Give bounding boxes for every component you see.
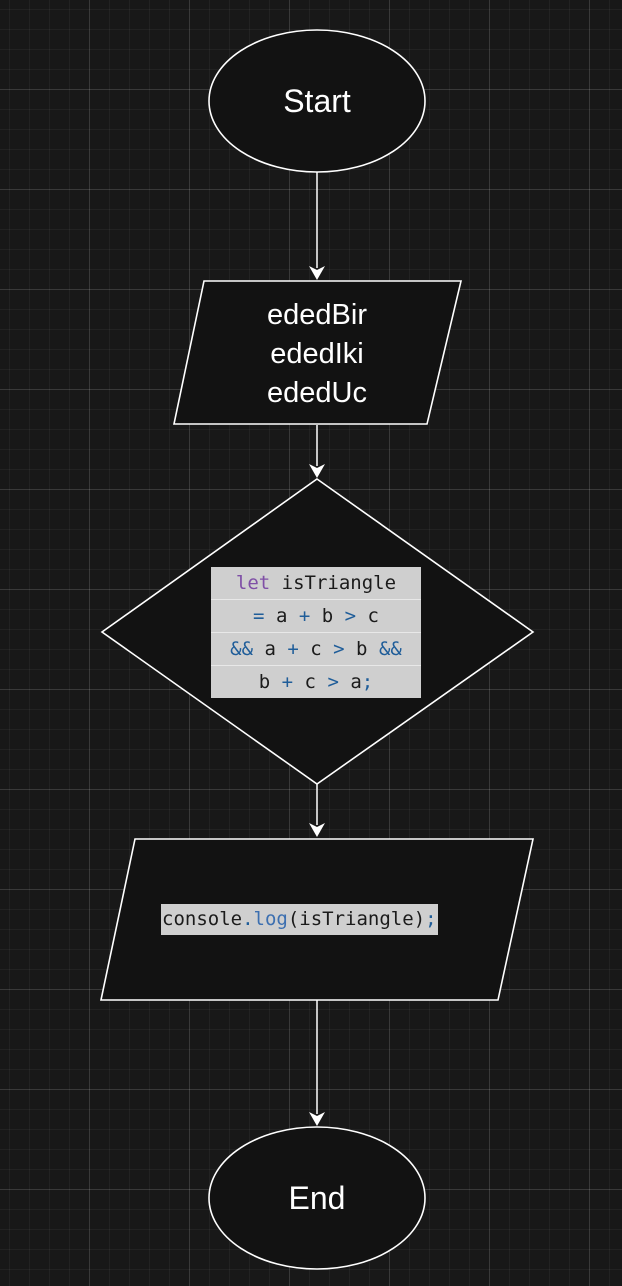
code-line: && a + c > b && <box>211 633 421 666</box>
code-text: c <box>356 605 379 627</box>
arrowhead-input <box>309 266 325 280</box>
code-text: a <box>338 671 362 693</box>
code-text: c <box>298 638 334 660</box>
code-operator: ; <box>361 671 374 693</box>
code-operator: . <box>242 908 254 930</box>
code-operator: && <box>378 638 402 660</box>
code-text: isTriangle <box>270 572 397 594</box>
arrowhead-decision <box>309 464 325 478</box>
arrowhead-end <box>309 1112 325 1126</box>
input-var-3: ededUc <box>267 377 367 409</box>
arrowhead-output <box>309 823 325 837</box>
input-var-1: ededBir <box>267 299 367 331</box>
code-line: let isTriangle <box>211 567 421 600</box>
code-operator: = <box>253 605 265 627</box>
code-operator: + <box>281 671 294 693</box>
code-operator: ; <box>425 908 437 930</box>
code-operator: + <box>287 638 299 660</box>
code-operator: > <box>344 605 357 627</box>
code-text: console <box>162 908 243 930</box>
input-var-2: ededIki <box>270 338 364 370</box>
code-text: (isTriangle) <box>287 908 426 930</box>
code-keyword: let <box>235 572 271 594</box>
end-node <box>208 1126 426 1270</box>
code-operator: > <box>333 638 345 660</box>
start-label: Start <box>283 83 351 119</box>
end-label: End <box>288 1180 346 1216</box>
code-text: c <box>293 671 328 693</box>
code-operator: && <box>230 638 254 660</box>
input-variables: ededBir ededIki ededUc <box>217 296 417 413</box>
code-text: a <box>253 638 288 660</box>
code-line: b + c > a; <box>211 666 421 698</box>
decision-code-block: let isTriangle= a + b > c&& a + c > b &&… <box>211 567 421 698</box>
code-text: b <box>258 671 282 693</box>
code-operator: + <box>298 605 311 627</box>
input-node <box>173 280 463 425</box>
code-text: b <box>344 638 379 660</box>
code-function: log <box>253 908 288 930</box>
code-text: b <box>310 605 345 627</box>
code-operator: > <box>327 671 339 693</box>
code-line: = a + b > c <box>211 600 421 633</box>
start-node <box>208 29 426 173</box>
output-code: console.log(isTriangle); <box>161 904 438 935</box>
code-text: a <box>264 605 299 627</box>
